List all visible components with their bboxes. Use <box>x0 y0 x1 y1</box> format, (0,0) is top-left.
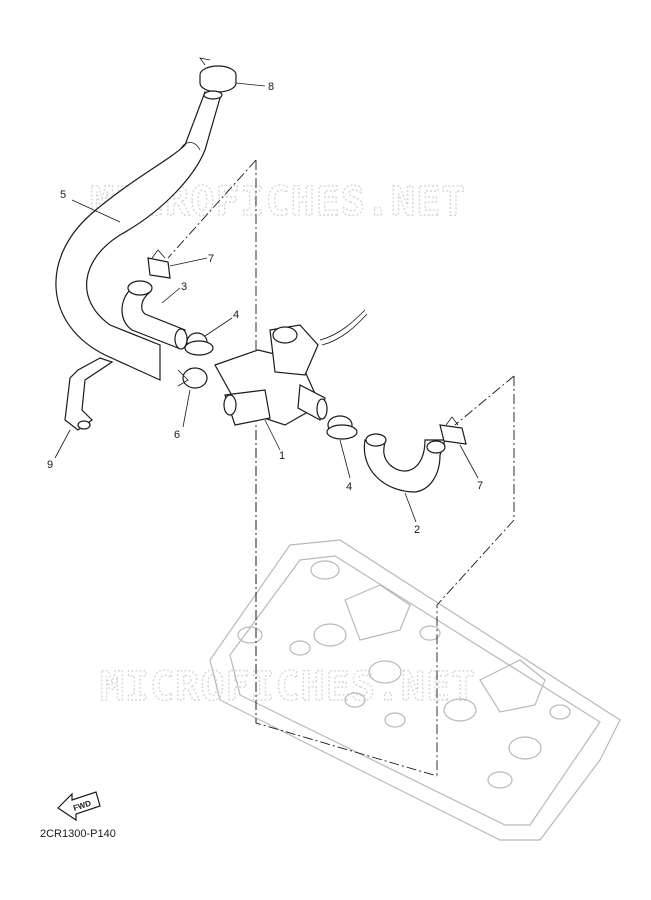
hose-part-5[interactable] <box>55 90 223 381</box>
callout-6: 6 <box>174 429 180 441</box>
bracket-part-9[interactable] <box>64 357 114 431</box>
clamp-part-4-upper[interactable] <box>184 332 214 356</box>
clamp-part-7-upper[interactable] <box>147 249 171 279</box>
callout-1: 1 <box>279 450 285 462</box>
leader-lines <box>54 82 479 523</box>
clamp-part-7-lower[interactable] <box>439 416 467 445</box>
callout-3: 3 <box>181 281 187 293</box>
cylinder-head-ghost <box>209 539 621 841</box>
callout-2: 2 <box>414 524 420 536</box>
callout-7-lower: 7 <box>477 480 483 492</box>
fwd-arrow-badge: FWD <box>57 791 101 822</box>
air-valve-part-1[interactable] <box>214 309 368 426</box>
callout-4-lower: 4 <box>346 481 352 493</box>
reference-frame-right <box>436 376 515 776</box>
diagram-code: 2CR1300-P140 <box>40 828 116 840</box>
clamp-part-8[interactable] <box>199 57 237 93</box>
callout-9: 9 <box>47 459 53 471</box>
callout-7-upper: 7 <box>208 253 214 265</box>
hose-part-2[interactable] <box>363 433 446 493</box>
watermark-bottom: MICROFICHES.NET <box>100 664 476 710</box>
callout-5: 5 <box>60 189 66 201</box>
clamp-part-6[interactable] <box>177 367 208 389</box>
clamp-part-4-lower[interactable] <box>326 415 358 440</box>
callout-4-upper: 4 <box>233 309 239 321</box>
hose-part-3[interactable] <box>121 280 188 350</box>
callout-8: 8 <box>268 81 274 93</box>
